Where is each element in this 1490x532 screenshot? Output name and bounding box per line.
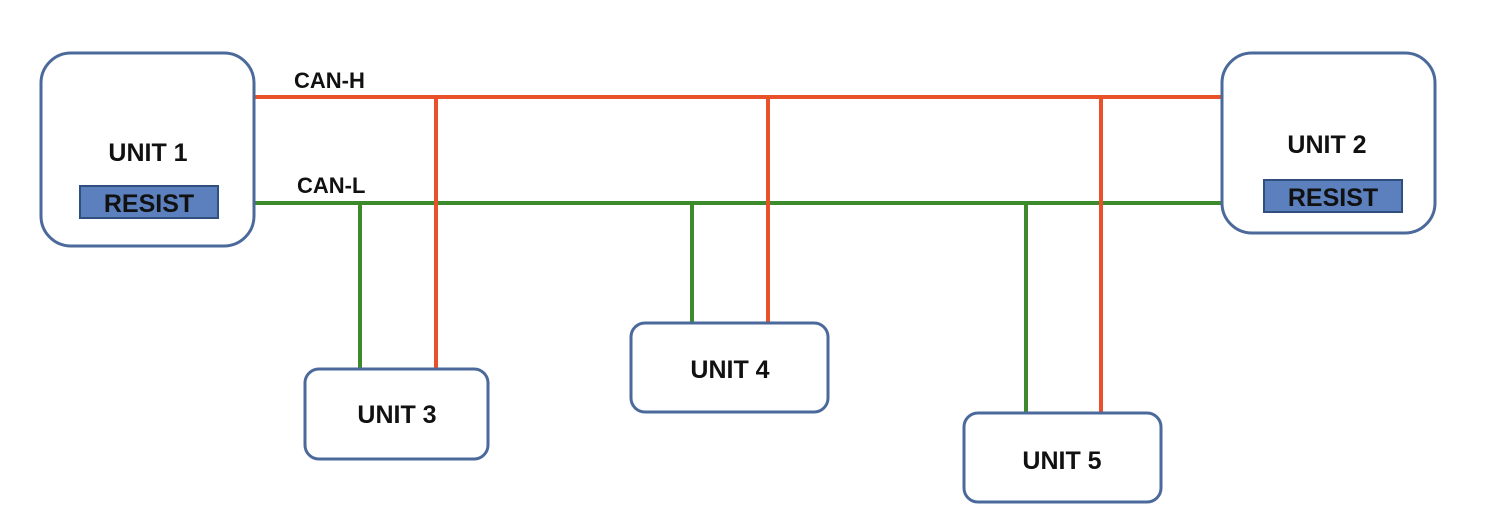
can-h-label: CAN-H [294,68,365,93]
unit-3-node: UNIT 3 [303,367,490,461]
unit-5-label: UNIT 5 [1022,447,1101,475]
unit-1-label: UNIT 1 [108,139,187,167]
unit-3-box [303,367,490,461]
can-l-label: CAN-L [297,173,365,198]
unit-2-label: UNIT 2 [1287,131,1366,159]
unit-3-label: UNIT 3 [357,401,436,429]
unit-5-box [962,411,1163,504]
unit-2-node: UNIT 2 RESIST [1220,51,1437,235]
unit-1-node: UNIT 1 RESIST [39,51,256,248]
unit-4-label: UNIT 4 [690,356,769,384]
unit-4-node: UNIT 4 [629,321,830,414]
unit-2-resistor [1263,179,1403,213]
unit-1-resistor-label: RESIST [104,190,194,218]
unit-1-resistor [79,185,219,219]
unit-4-box [629,321,830,414]
unit-2-resistor-label: RESIST [1288,184,1378,212]
unit-5-node: UNIT 5 [962,411,1163,504]
